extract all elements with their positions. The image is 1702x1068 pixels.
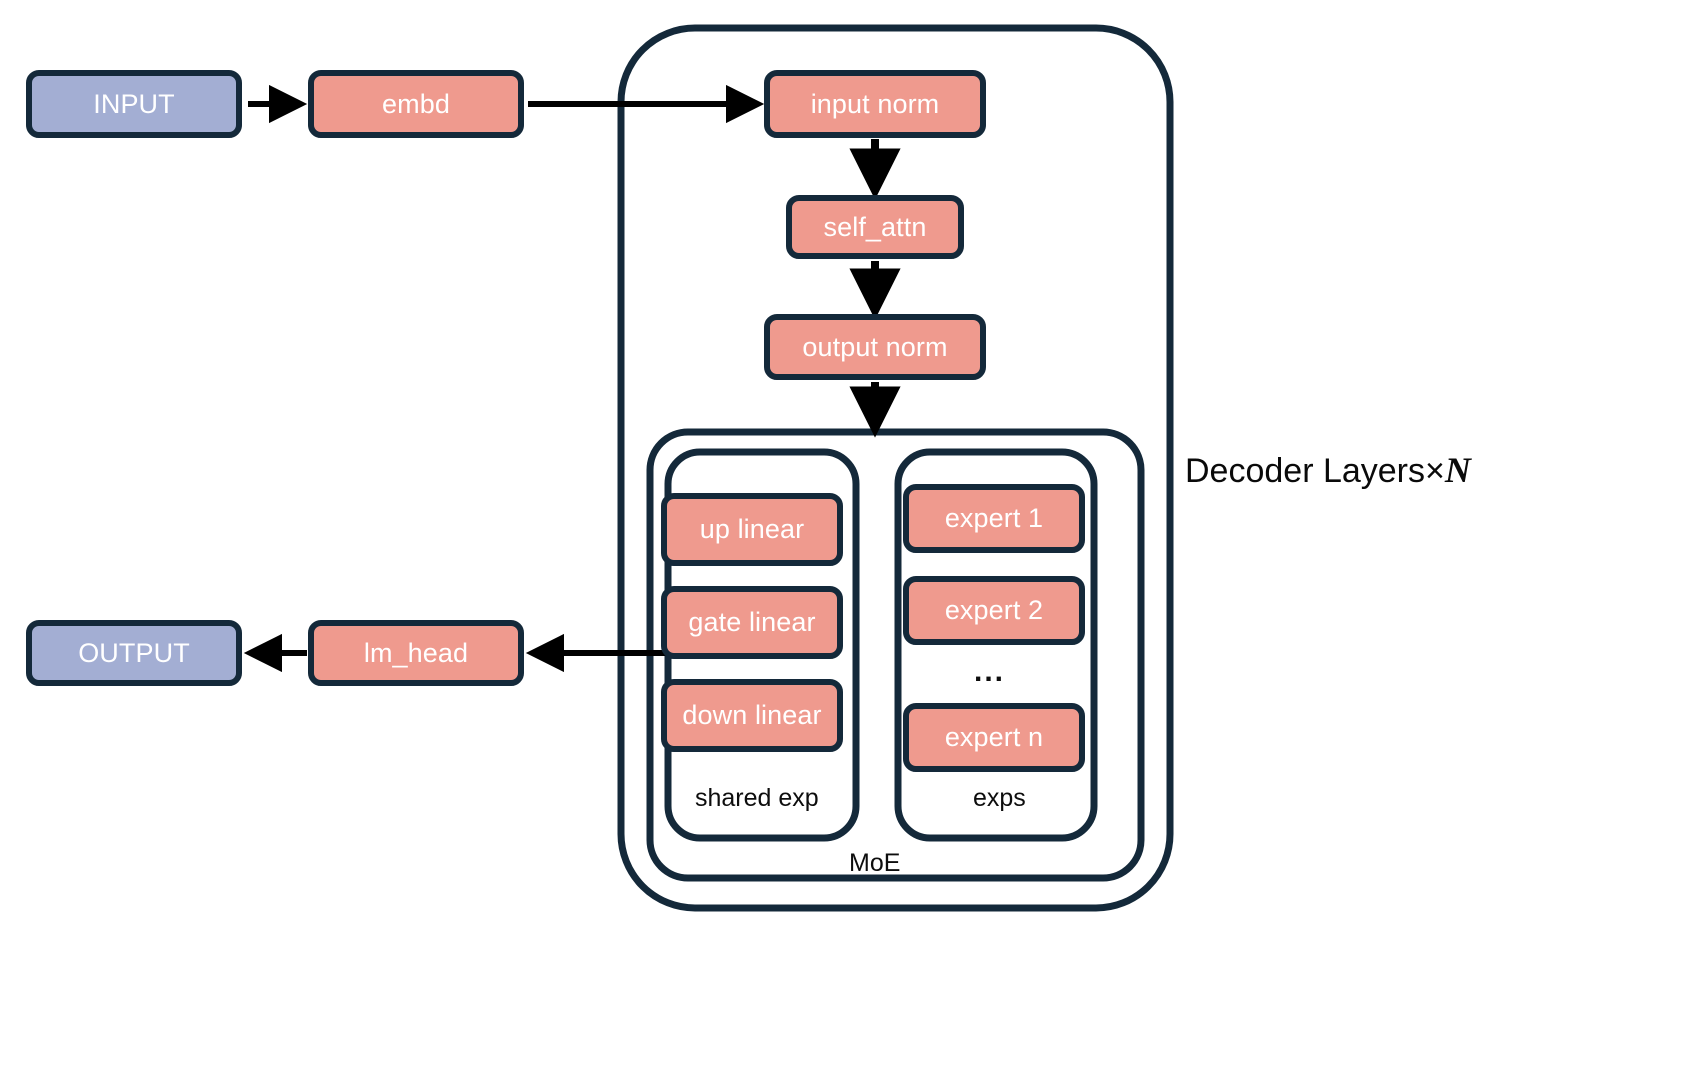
node-output-norm-label: output norm <box>802 331 948 362</box>
node-self-attn-label: self_attn <box>823 211 927 242</box>
node-output-norm[interactable]: output norm <box>764 314 986 380</box>
node-gate-linear[interactable]: gate linear <box>661 586 843 659</box>
label-moe: MoE <box>849 851 900 876</box>
label-decoder-layers: Decoder Layers×N <box>1185 452 1471 488</box>
node-gate-linear-label: gate linear <box>688 607 816 637</box>
node-input-label: INPUT <box>93 88 175 119</box>
node-down-linear-label: down linear <box>682 700 822 730</box>
label-shared-exp: shared exp <box>695 786 819 811</box>
label-decoder-layers-prefix: Decoder Layers× <box>1185 452 1445 490</box>
label-shared-exp-text: shared exp <box>695 784 819 812</box>
node-expert-1[interactable]: expert 1 <box>903 484 1085 553</box>
node-lm-head-label: lm_head <box>363 637 469 668</box>
experts-ellipsis: ... <box>974 657 1005 687</box>
node-input-norm[interactable]: input norm <box>764 70 986 138</box>
node-expert-n[interactable]: expert n <box>903 703 1085 772</box>
label-moe-text: MoE <box>849 849 901 877</box>
node-embd[interactable]: embd <box>308 70 524 138</box>
node-lm-head[interactable]: lm_head <box>308 620 524 686</box>
node-self-attn[interactable]: self_attn <box>786 195 964 259</box>
label-decoder-layers-count: N <box>1444 450 1471 490</box>
label-exps: exps <box>973 786 1026 811</box>
node-input[interactable]: INPUT <box>26 70 242 138</box>
node-down-linear[interactable]: down linear <box>661 679 843 752</box>
decoder-layers-container <box>617 24 1174 912</box>
node-embd-label: embd <box>382 88 450 119</box>
node-up-linear-label: up linear <box>699 514 805 544</box>
experts-container <box>894 448 1098 842</box>
node-up-linear[interactable]: up linear <box>661 493 843 566</box>
node-input-norm-label: input norm <box>810 88 940 119</box>
node-expert-2[interactable]: expert 2 <box>903 576 1085 645</box>
label-exps-text: exps <box>973 784 1026 812</box>
node-output-label: OUTPUT <box>78 637 190 668</box>
node-expert-1-label: expert 1 <box>944 503 1044 533</box>
experts-ellipsis-label: ... <box>974 655 1006 688</box>
node-expert-n-label: expert n <box>944 722 1044 752</box>
node-expert-2-label: expert 2 <box>944 595 1044 625</box>
node-output[interactable]: OUTPUT <box>26 620 242 686</box>
